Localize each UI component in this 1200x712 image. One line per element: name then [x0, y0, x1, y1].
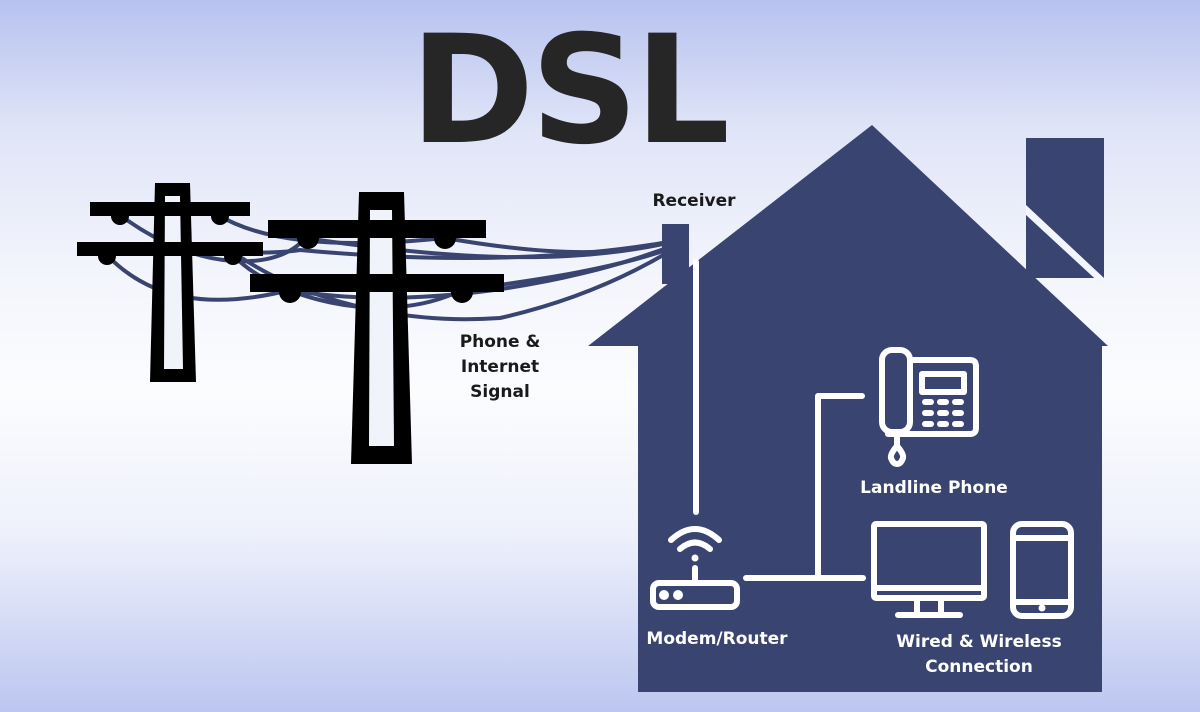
devices-label-line2: Connection [925, 657, 1033, 677]
router-icon [650, 526, 740, 610]
chimney [1026, 138, 1104, 278]
title: DSL [410, 4, 727, 178]
monitor-icon [871, 521, 987, 618]
signal-label: Phone & Internet Signal [460, 332, 541, 402]
landline-phone-icon [879, 347, 979, 467]
modem-label: Modem/Router [646, 629, 788, 649]
signal-label-line1: Phone & [460, 332, 541, 352]
mobile-phone-icon [1010, 521, 1074, 619]
receiver-label: Receiver [652, 191, 736, 211]
devices-label-line1: Wired & Wireless [896, 632, 1061, 652]
utility-pole-small [77, 183, 263, 382]
signal-label-line2: Internet [461, 357, 539, 377]
internal-cabling [693, 259, 866, 581]
roof-gap [1026, 205, 1104, 287]
landline-label: Landline Phone [860, 478, 1008, 498]
signal-label-line3: Signal [470, 382, 530, 402]
utility-pole-large [250, 192, 504, 464]
